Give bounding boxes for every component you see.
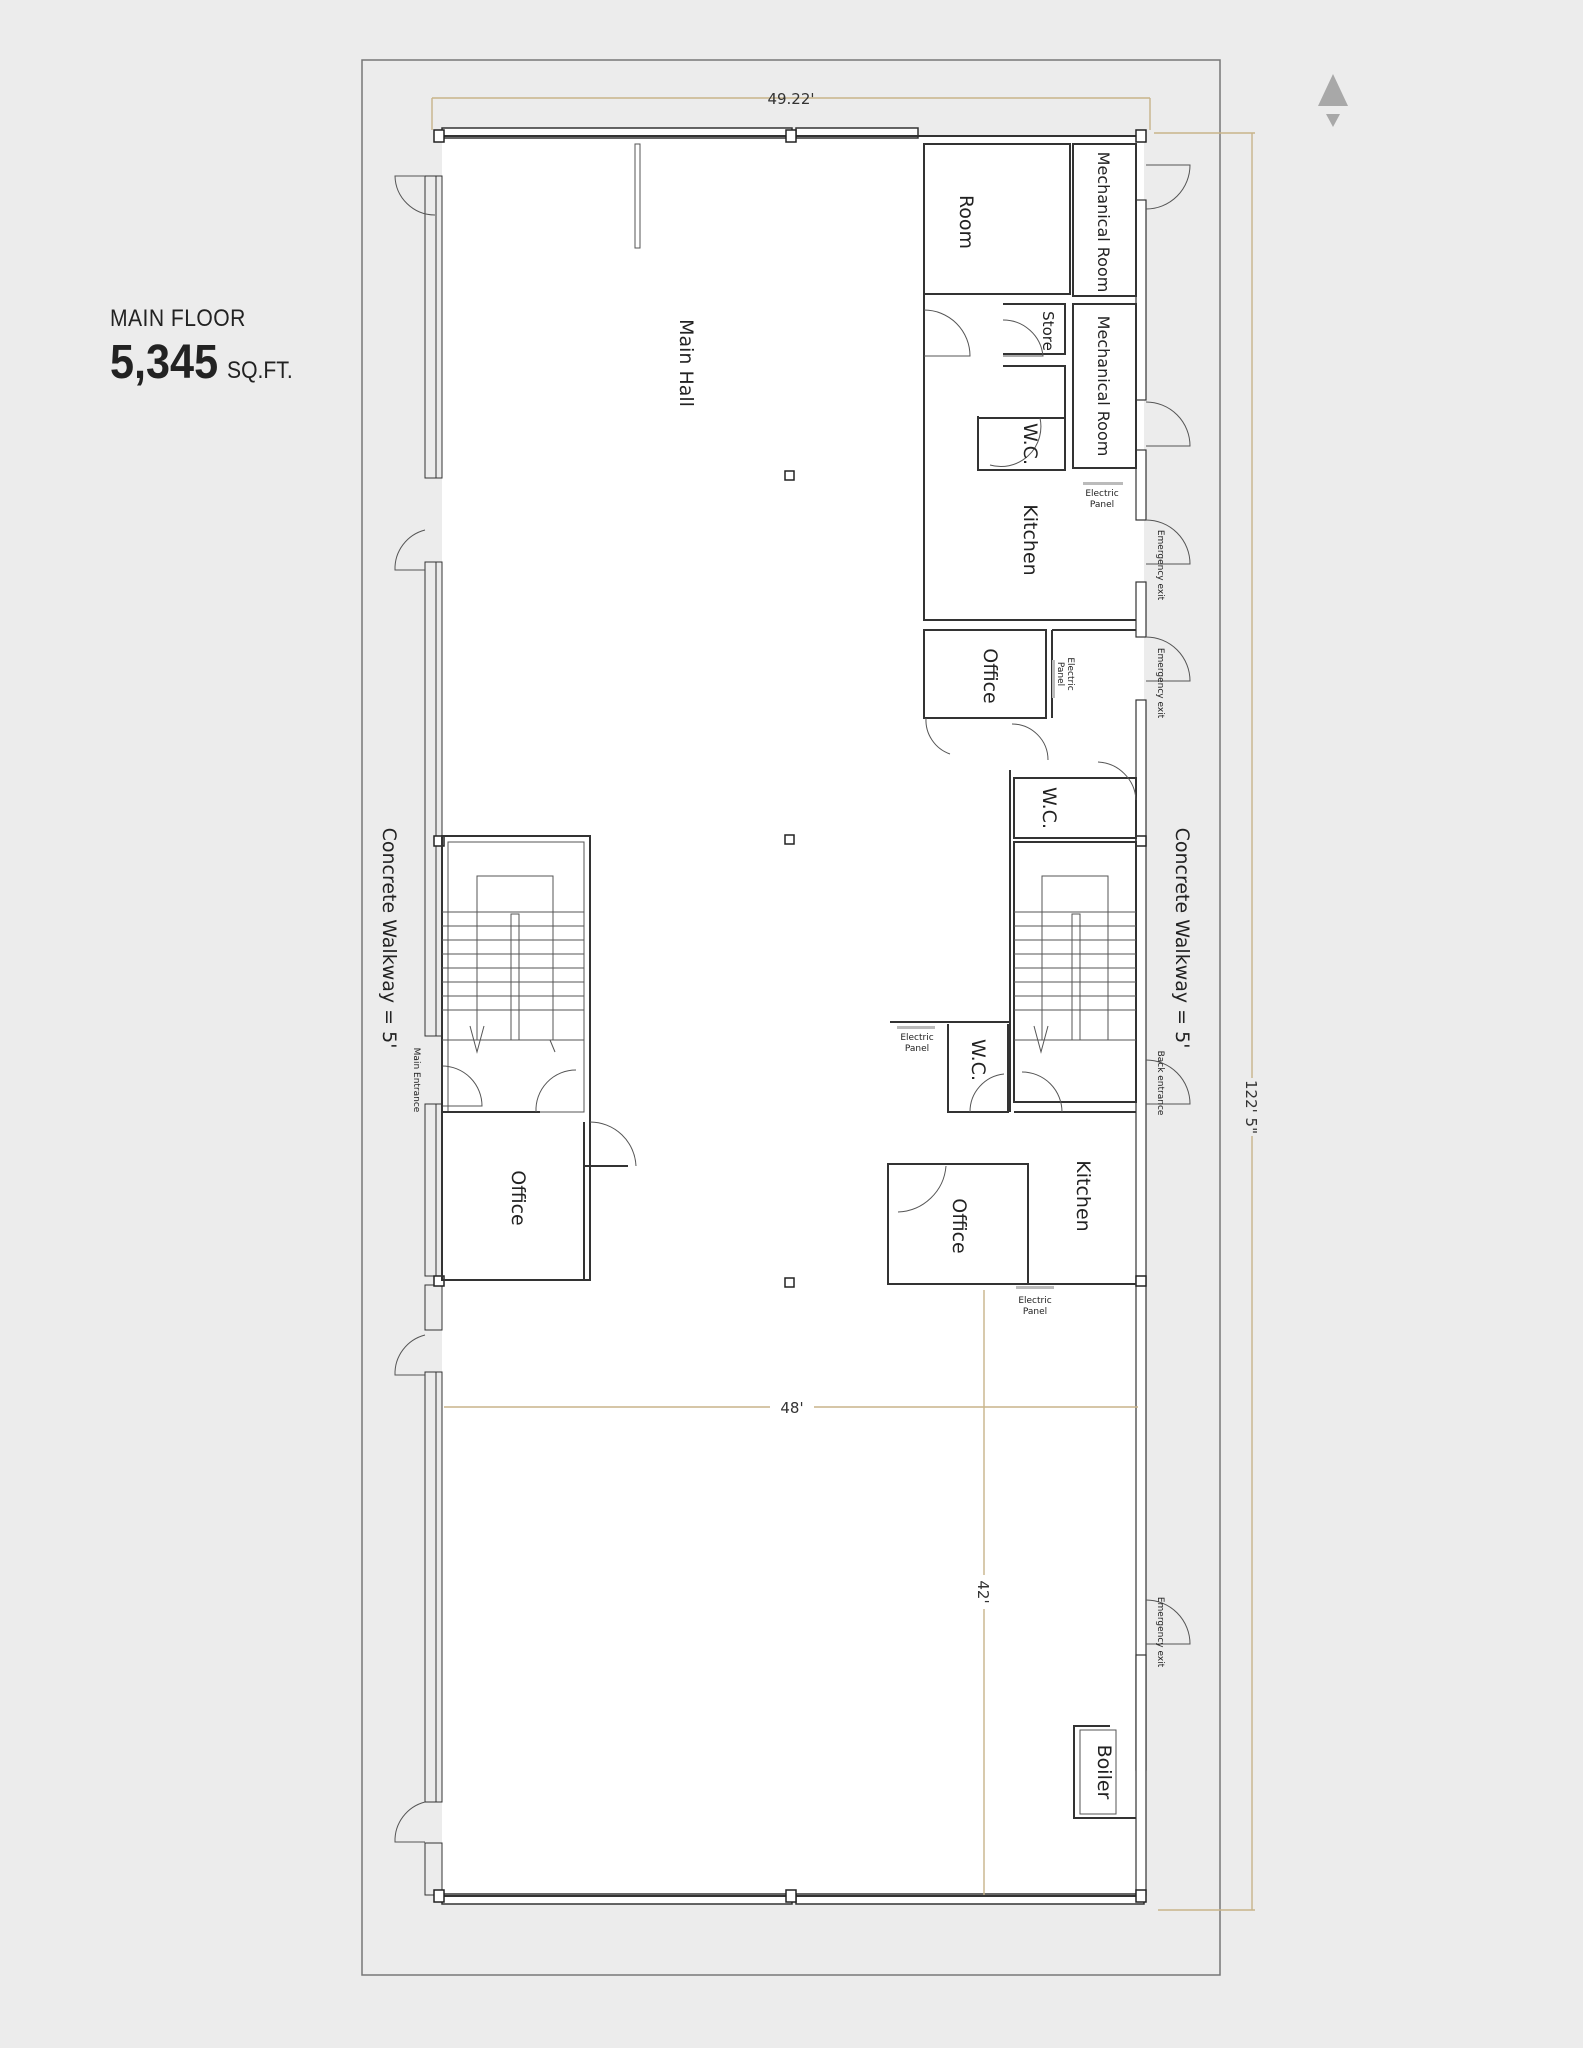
east-doors	[1145, 164, 1191, 1645]
electric-panel-label-2a: Electric	[1065, 657, 1075, 690]
area-unit: SQ.FT.	[226, 357, 293, 384]
north-east-rooms	[923, 143, 1137, 719]
room-label-wc-north: W.C.	[1019, 423, 1041, 465]
room-label-wc-east: W.C.	[1038, 787, 1060, 829]
west-stair-treads	[442, 911, 637, 1167]
room-label-mechanical-1: Mechanical Room	[1094, 152, 1113, 293]
electric-panel-label-1b: Panel	[1090, 500, 1114, 510]
west-stair-block	[441, 835, 628, 1281]
room-label-wc-center: W.C.	[967, 1039, 989, 1081]
electric-panel-label-4b: Panel	[1023, 1307, 1047, 1317]
emergency-exit-label-1: Emergency exit	[1155, 530, 1165, 601]
north-arrow-icon	[1318, 74, 1348, 127]
room-label-office-east: Office	[948, 1198, 970, 1253]
floor-name: MAIN FLOOR	[110, 305, 246, 332]
boiler-room	[1073, 1725, 1136, 1819]
exterior-walls	[424, 127, 1147, 1905]
south-east-doors	[897, 1165, 947, 1213]
dimension-top-width: 49.22'	[767, 90, 814, 108]
west-doors	[394, 175, 483, 1843]
room-label-kitchen-south: Kitchen	[1072, 1160, 1094, 1231]
room-label-kitchen-north: Kitchen	[1019, 504, 1041, 575]
south-east-rooms	[887, 1163, 1136, 1285]
room-label-office-west: Office	[507, 1170, 529, 1225]
room-label-boiler: Boiler	[1093, 1745, 1115, 1800]
area-value: 5,345	[110, 336, 219, 389]
electric-panel-label-2b: Panel	[1055, 662, 1065, 686]
room-label-store: Store	[1039, 311, 1057, 351]
east-stair-treads	[969, 761, 1137, 1113]
dimension-overall-length: 122' 5"	[1242, 1080, 1260, 1134]
electric-panel-label-4a: Electric	[1018, 1296, 1051, 1306]
back-entrance-label: Back entrance	[1155, 1051, 1165, 1116]
electric-panels	[897, 482, 1123, 1289]
dimension-south-depth: 42'	[974, 1580, 992, 1603]
walkway-label-west: Concrete Walkway = 5'	[378, 828, 400, 1049]
main-entrance-label: Main Entrance	[411, 1048, 421, 1113]
north-east-doors	[923, 309, 1049, 761]
dimension-interior-width: 48'	[780, 1399, 803, 1417]
electric-panel-label-1a: Electric	[1085, 489, 1118, 499]
building-interior	[442, 136, 1144, 1896]
room-label-room: Room	[955, 195, 977, 249]
emergency-exit-label-3: Emergency exit	[1155, 1597, 1165, 1668]
walkway-label-east: Concrete Walkway = 5'	[1171, 828, 1193, 1049]
electric-panel-label-3a: Electric	[900, 1033, 933, 1043]
electric-panel-label-3b: Panel	[905, 1044, 929, 1054]
room-label-main-hall: Main Hall	[675, 319, 697, 407]
room-label-office-north: Office	[979, 648, 1001, 703]
floor-area: 5,345 SQ.FT.	[110, 335, 301, 390]
room-label-mechanical-2: Mechanical Room	[1094, 316, 1113, 457]
floor-title-block: MAIN FLOOR 5,345 SQ.FT.	[110, 305, 301, 390]
emergency-exit-label-2: Emergency exit	[1155, 648, 1165, 719]
